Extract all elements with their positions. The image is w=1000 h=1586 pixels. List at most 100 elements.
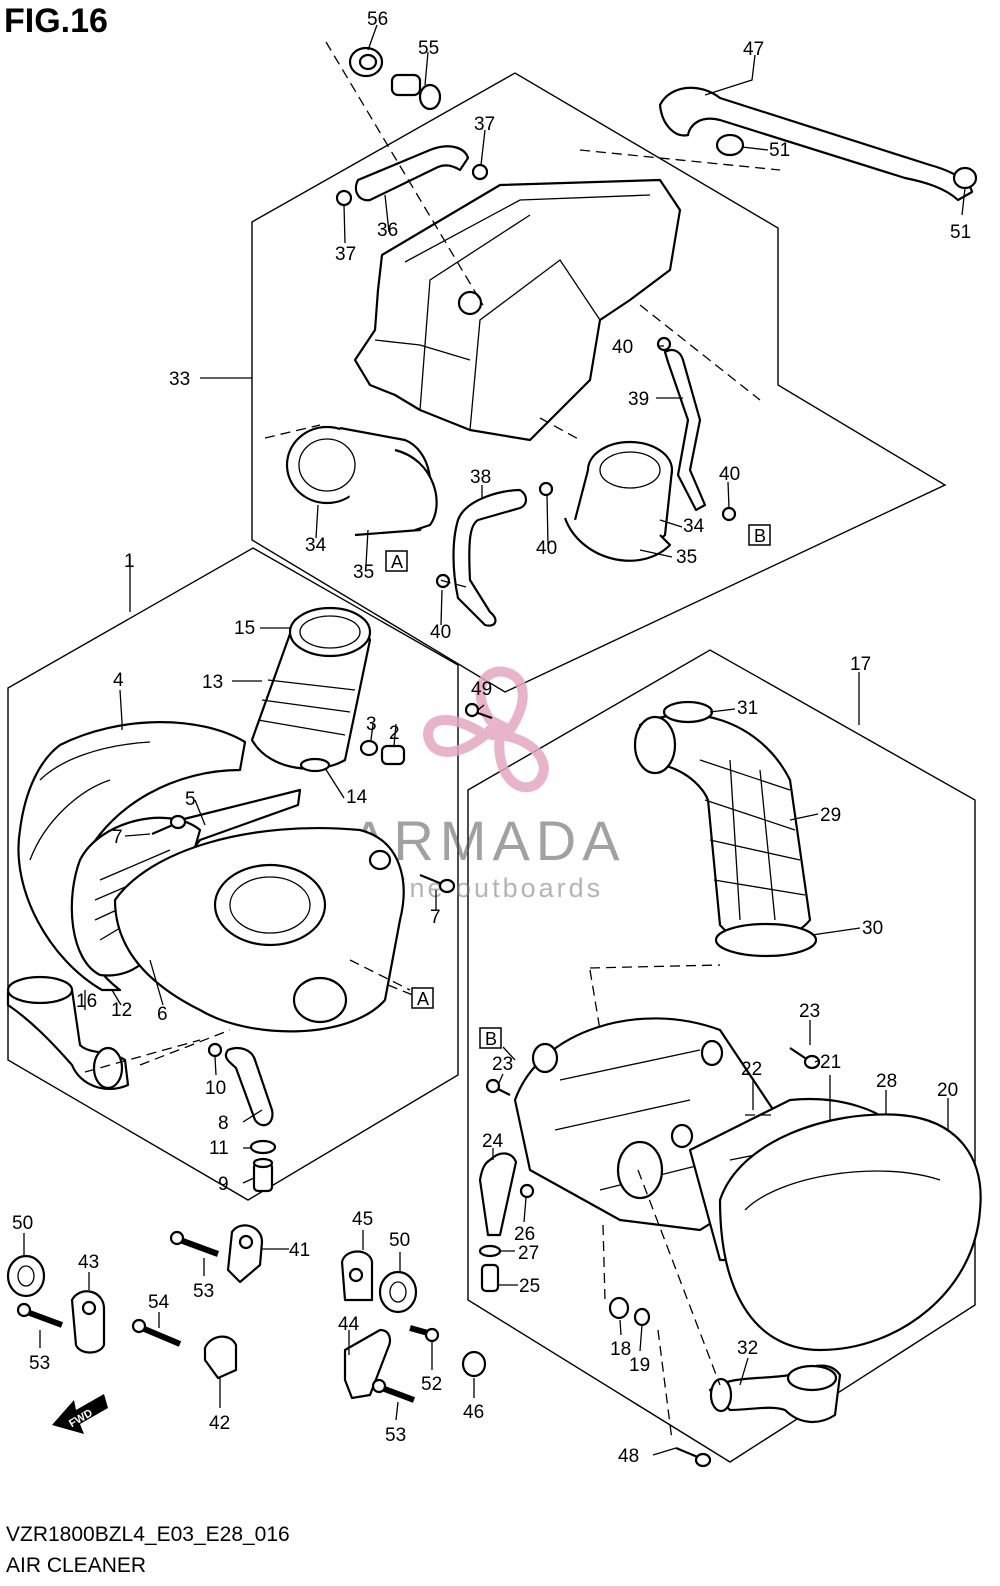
part-52-bolt xyxy=(409,1325,440,1343)
ref-box-b-right: B xyxy=(479,1027,502,1049)
fwd-arrow-icon: FWD xyxy=(52,1394,108,1434)
callout-1: 1 xyxy=(124,551,135,572)
callout-10: 10 xyxy=(205,1078,226,1099)
part-50-damper-a xyxy=(6,1254,46,1298)
callout-5: 5 xyxy=(185,789,196,810)
callout-51-a: 51 xyxy=(769,140,790,161)
callout-37-b: 37 xyxy=(335,244,356,265)
callout-9: 9 xyxy=(218,1174,229,1195)
part-14-clamp xyxy=(299,757,331,773)
callout-40-b: 40 xyxy=(536,538,557,559)
part-37-clip-a xyxy=(471,163,489,181)
part-19-collar xyxy=(633,1307,651,1327)
part-51-clamp-a xyxy=(715,133,745,157)
ref-box-a-left: A xyxy=(411,987,434,1009)
callout-25: 25 xyxy=(519,1276,540,1297)
callout-35-b: 35 xyxy=(676,547,697,568)
callout-6: 6 xyxy=(157,1004,168,1025)
callout-40-a: 40 xyxy=(612,337,633,358)
callout-14: 14 xyxy=(346,787,368,808)
part-27-clip xyxy=(478,1244,502,1258)
part-36-hose xyxy=(354,145,470,202)
part-25-plug xyxy=(480,1263,500,1293)
part-10-clip xyxy=(207,1042,223,1058)
callout-36: 36 xyxy=(377,220,398,241)
svg-text:A: A xyxy=(417,989,429,1009)
callout-29: 29 xyxy=(820,805,841,826)
callout-11: 11 xyxy=(209,1138,229,1159)
part-34-sleeve-left xyxy=(285,425,432,537)
svg-text:B: B xyxy=(485,1029,497,1049)
callout-35-a: 35 xyxy=(353,562,374,583)
part-49-bolt xyxy=(464,702,493,720)
callout-7-b: 7 xyxy=(430,907,441,928)
part-11-clip xyxy=(249,1139,277,1155)
part-38-hose xyxy=(452,488,528,627)
callout-53-b: 53 xyxy=(193,1281,214,1302)
callout-24: 24 xyxy=(482,1131,504,1152)
callout-19: 19 xyxy=(629,1355,650,1376)
callout-37-a: 37 xyxy=(474,114,495,135)
part-3-collar xyxy=(359,739,379,757)
callout-49: 49 xyxy=(471,679,492,700)
callout-53-c: 53 xyxy=(385,1425,406,1446)
callout-27: 27 xyxy=(518,1243,539,1264)
callout-3: 3 xyxy=(366,714,377,735)
part-23-screw-a xyxy=(789,1047,821,1070)
callout-52: 52 xyxy=(421,1374,442,1395)
watermark-logo xyxy=(422,666,549,792)
ref-box-a-top: A xyxy=(385,550,408,572)
part-53-bolt-b xyxy=(169,1230,220,1257)
part-50-damper-b xyxy=(378,1270,418,1314)
svg-text:B: B xyxy=(754,526,766,546)
part-23-screw-b xyxy=(485,1078,511,1096)
callout-4: 4 xyxy=(113,670,124,691)
ref-box-b-top: B xyxy=(748,524,771,546)
callout-43: 43 xyxy=(78,1252,99,1273)
callout-47: 47 xyxy=(743,39,764,60)
callout-48: 48 xyxy=(618,1446,639,1467)
diagram-title: AIR CLEANER xyxy=(6,1554,147,1577)
leader-lines xyxy=(23,24,966,1456)
svg-text:A: A xyxy=(391,552,403,572)
part-20-outer-cover xyxy=(718,1113,982,1352)
part-30-clamp xyxy=(714,922,818,958)
callout-39: 39 xyxy=(628,389,649,410)
part-26-clip xyxy=(519,1183,535,1199)
callout-30: 30 xyxy=(862,918,883,939)
part-41-bracket xyxy=(226,1224,264,1284)
part-2-grommet xyxy=(380,744,406,766)
callout-32: 32 xyxy=(737,1338,758,1359)
part-40-clip-b xyxy=(538,481,554,497)
frame-group-1 xyxy=(7,547,459,1201)
callout-50-b: 50 xyxy=(389,1230,410,1251)
part-54-bolt xyxy=(131,1318,182,1347)
part-8-hose xyxy=(224,1046,274,1127)
callout-22: 22 xyxy=(741,1059,762,1080)
part-40-clip-a xyxy=(656,336,672,352)
callout-33: 33 xyxy=(169,369,190,390)
callout-55: 55 xyxy=(418,38,439,59)
part-53-bolt-a xyxy=(16,1302,64,1328)
callout-34-a: 34 xyxy=(305,535,327,556)
callout-56: 56 xyxy=(367,9,388,30)
part-55-valve xyxy=(390,73,442,111)
callout-8: 8 xyxy=(218,1113,229,1134)
callout-46: 46 xyxy=(463,1402,484,1423)
frame-group-17 xyxy=(467,649,976,1463)
figure-label: FIG.16 xyxy=(4,2,108,40)
part-35-band-right xyxy=(563,517,672,562)
callout-26: 26 xyxy=(514,1224,535,1245)
part-7-screw-b xyxy=(419,873,456,894)
part-48-bolt xyxy=(675,1446,712,1468)
callout-53-a: 53 xyxy=(29,1353,50,1374)
part-13-funnel xyxy=(250,606,372,770)
callout-18: 18 xyxy=(610,1339,631,1360)
part-24-hose xyxy=(478,1152,518,1237)
part-53-bolt-c xyxy=(371,1378,416,1403)
callout-17: 17 xyxy=(850,654,871,675)
callout-50-a: 50 xyxy=(12,1213,33,1234)
callout-13: 13 xyxy=(202,672,223,693)
part-9-plug xyxy=(252,1157,274,1193)
